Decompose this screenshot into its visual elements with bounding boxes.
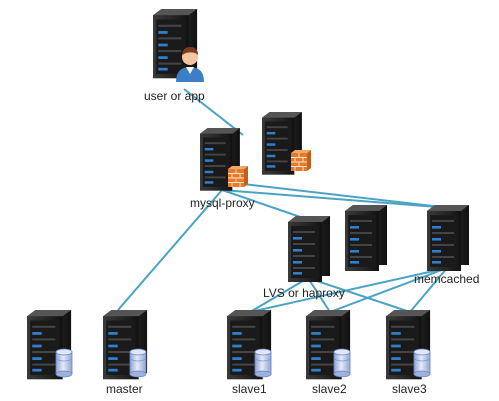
standby-lvs-server (345, 205, 387, 271)
link-proxy-memcached-2 (242, 183, 451, 209)
link-lvs-slave1 (249, 277, 309, 313)
label-slave3: slave3 (392, 382, 427, 396)
label-master: master (106, 382, 143, 396)
server-tower-icon (288, 216, 330, 282)
master-server (103, 310, 148, 380)
user-person-icon (176, 47, 204, 82)
link-lvs-slave2 (307, 277, 331, 313)
label-mysql-proxy: mysql-proxy (190, 196, 255, 210)
database-cylinder-icon (333, 348, 351, 378)
mysql-proxy-server (200, 128, 249, 191)
user-app-server (153, 9, 204, 82)
link-proxy-master (117, 189, 223, 311)
label-slave1: slave1 (232, 382, 267, 396)
label-slave2: slave2 (312, 382, 347, 396)
label-user-or-app: user or app (144, 89, 205, 103)
slave2-server (306, 310, 351, 380)
link-memcached-slave3 (409, 267, 448, 313)
server-tower-icon (427, 205, 469, 271)
link-proxy-memcached (221, 189, 451, 209)
database-cylinder-icon (129, 348, 147, 378)
memcached-server (427, 205, 469, 271)
label-memcached: memcached (414, 272, 480, 286)
link-user-proxy (183, 88, 244, 136)
link-memcached-slave2 (329, 267, 448, 313)
firewall-brick-icon (227, 165, 249, 188)
label-lvs-haproxy: LVS or haproxy (263, 286, 345, 300)
database-cylinder-icon (254, 348, 272, 378)
database-cylinder-icon (55, 348, 73, 378)
server-tower-icon (345, 205, 387, 271)
standby-proxy-server (262, 112, 312, 175)
database-cylinder-icon (413, 348, 431, 378)
firewall-brick-icon (290, 149, 312, 172)
link-lvs-slave3 (307, 277, 411, 313)
link-memcached-slave1 (249, 267, 448, 313)
standby-master-server (27, 310, 73, 380)
slave1-server (227, 310, 272, 380)
lvs-haproxy-server (288, 216, 330, 282)
slave3-server (386, 310, 431, 380)
connection-links (117, 88, 451, 313)
